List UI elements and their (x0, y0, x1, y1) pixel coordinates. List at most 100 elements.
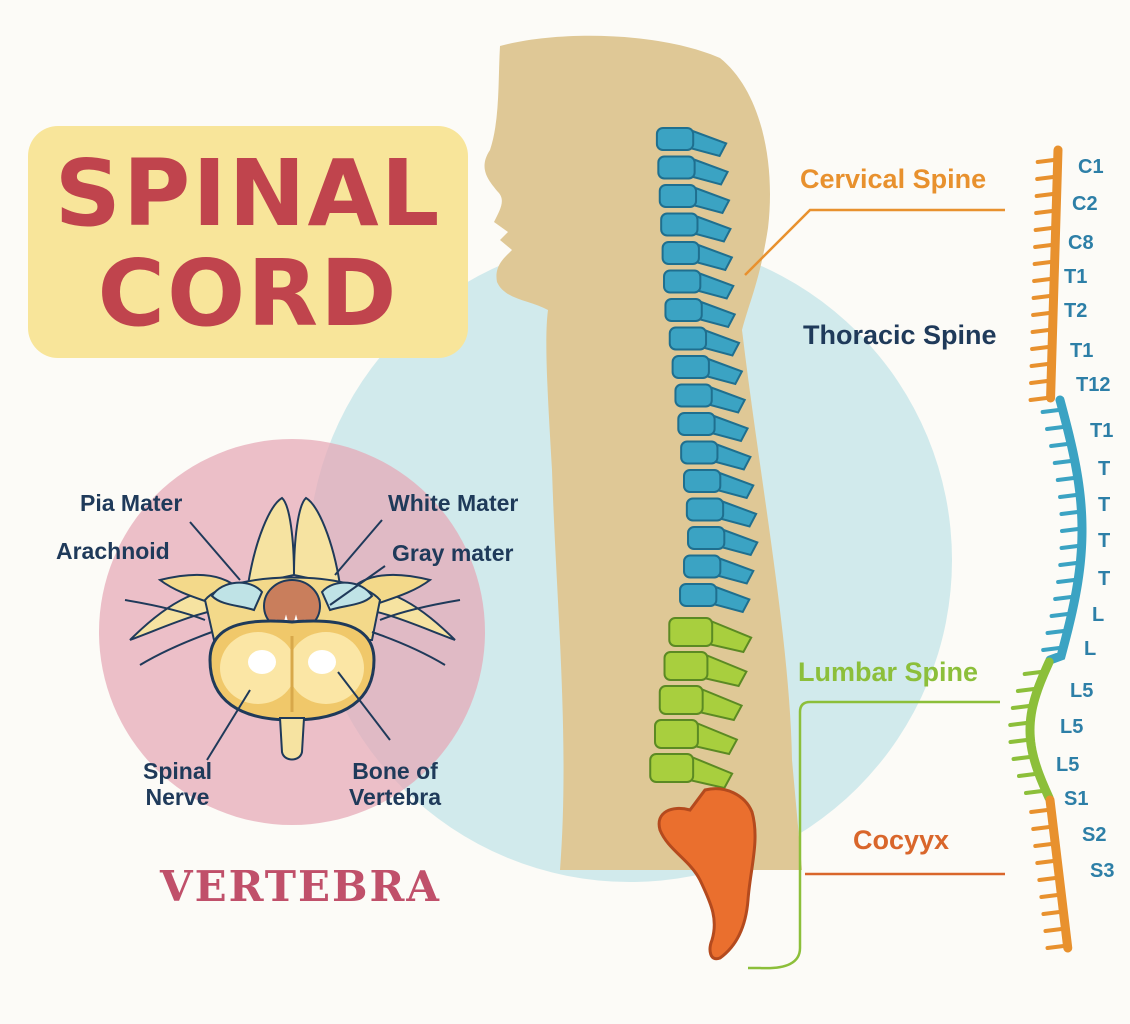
segment-label: S3 (1090, 860, 1115, 882)
label-arachnoid: Arachnoid (56, 538, 170, 564)
spine-vertebra (687, 526, 759, 557)
label-white-mater: White Mater (388, 490, 519, 516)
segment-label: L (1084, 638, 1097, 660)
side-spine-tick (1035, 859, 1056, 865)
label-bone-of-vertebra: Bone of Vertebra (348, 758, 442, 811)
title-line-1: SPINAL (54, 140, 442, 247)
side-spine-tick (1016, 772, 1037, 778)
spine-vertebra (658, 184, 731, 215)
label-spinal-nerve: Spinal Nerve (142, 758, 212, 811)
side-spine-tick (1049, 442, 1070, 448)
spine-vertebra (658, 685, 744, 722)
side-spine-tick (1008, 721, 1029, 727)
title-line-2: CORD (97, 240, 399, 347)
lumbar-leader-line (748, 700, 1000, 970)
side-spine-tick (1010, 704, 1031, 710)
side-spine-tick (1043, 927, 1064, 933)
side-spine-tick (1033, 226, 1054, 232)
spine-vertebra (664, 298, 737, 329)
label-coccyx: Cocyyx (853, 825, 950, 855)
side-spine-tick (1039, 893, 1060, 899)
spine-vertebra (657, 155, 730, 186)
side-spine-tick (1029, 362, 1050, 368)
spine-vertebra (671, 355, 744, 386)
label-gray-mater: Gray mater (392, 540, 514, 566)
spine-vertebra (685, 497, 758, 528)
spine-vertebrae (649, 127, 759, 790)
side-spine-tick (1032, 277, 1053, 283)
label-thoracic-spine: Thoracic Spine (803, 320, 997, 350)
spine-vertebra (683, 554, 755, 585)
side-spine-tick (1055, 476, 1076, 482)
side-spine-tick (1049, 612, 1070, 618)
label-lumbar-spine: Lumbar Spine (798, 657, 979, 687)
side-spine-tick (1030, 328, 1051, 334)
segment-label: T1 (1064, 266, 1088, 288)
segment-label: T (1098, 494, 1111, 516)
label-cervical-spine: Cervical Spine (800, 164, 987, 194)
side-spine-tick (1031, 825, 1052, 831)
side-spine-column (1008, 145, 1087, 953)
segment-label: L (1092, 604, 1105, 626)
spine-vertebra (680, 440, 752, 471)
segment-label: T1 (1090, 420, 1114, 442)
side-spine-tick (1033, 842, 1054, 848)
side-spine-tick (1052, 459, 1073, 465)
side-spine-tick (1008, 738, 1029, 744)
segment-label: L5 (1070, 680, 1094, 702)
side-spine-tick (1031, 311, 1052, 317)
spine-vertebra (654, 719, 739, 756)
spine-vertebra (661, 241, 734, 272)
side-spine-tick (1015, 687, 1036, 693)
spine-vertebra (674, 383, 747, 414)
side-spine-tick (1035, 158, 1056, 164)
segment-label: S2 (1082, 824, 1107, 846)
side-spine-tick (1011, 755, 1032, 761)
segment-label: C2 (1072, 193, 1098, 215)
side-spine-tick (1022, 670, 1043, 676)
side-spine-tick (1041, 910, 1062, 916)
spine-vertebra (668, 617, 753, 654)
label-pia-mater: Pia Mater (80, 490, 183, 516)
side-spine-tick (1056, 578, 1077, 584)
segment-label: C1 (1078, 156, 1104, 178)
side-spine-sacral (1045, 795, 1073, 953)
cervical-leader-line (744, 208, 1005, 276)
spine-vertebra (677, 412, 750, 443)
spine-vertebra (663, 269, 735, 300)
side-spine-tick (1053, 595, 1074, 601)
side-spine-tick (1030, 345, 1051, 351)
segment-label: T1 (1070, 340, 1094, 362)
spine-vertebra (649, 753, 734, 790)
side-spine-tick (1059, 510, 1080, 516)
segment-label: T (1098, 458, 1111, 480)
side-spine-tick (1040, 408, 1061, 414)
side-spine-tick (1058, 493, 1079, 499)
side-spine-thoracic (1045, 395, 1087, 665)
spine-vertebra (683, 469, 755, 500)
spine-vertebra (663, 651, 748, 688)
side-spine-tick (1031, 294, 1052, 300)
vertebra-cross-section (124, 496, 461, 761)
side-spine-tick (1033, 243, 1054, 249)
side-spine-tick (1032, 260, 1053, 266)
sacrum-shape (657, 787, 757, 961)
title-box: SPINAL CORD (28, 126, 468, 358)
side-spine-tick (1035, 175, 1056, 181)
side-spine-tick (1034, 209, 1055, 215)
segment-label: L5 (1056, 754, 1080, 776)
side-spine-tick (1028, 396, 1049, 402)
segment-label: T12 (1076, 374, 1111, 396)
spine-vertebra (660, 212, 732, 243)
side-spine-tick (1029, 808, 1050, 814)
side-spine-tick (1034, 192, 1055, 198)
side-spine-lumbar (1025, 657, 1054, 803)
spine-vertebra (655, 127, 728, 158)
side-spine-tick (1058, 561, 1079, 567)
side-spine-tick (1045, 944, 1066, 950)
side-spine-tick (1059, 527, 1080, 533)
segment-label: T (1098, 530, 1111, 552)
segment-label: L5 (1060, 716, 1084, 738)
